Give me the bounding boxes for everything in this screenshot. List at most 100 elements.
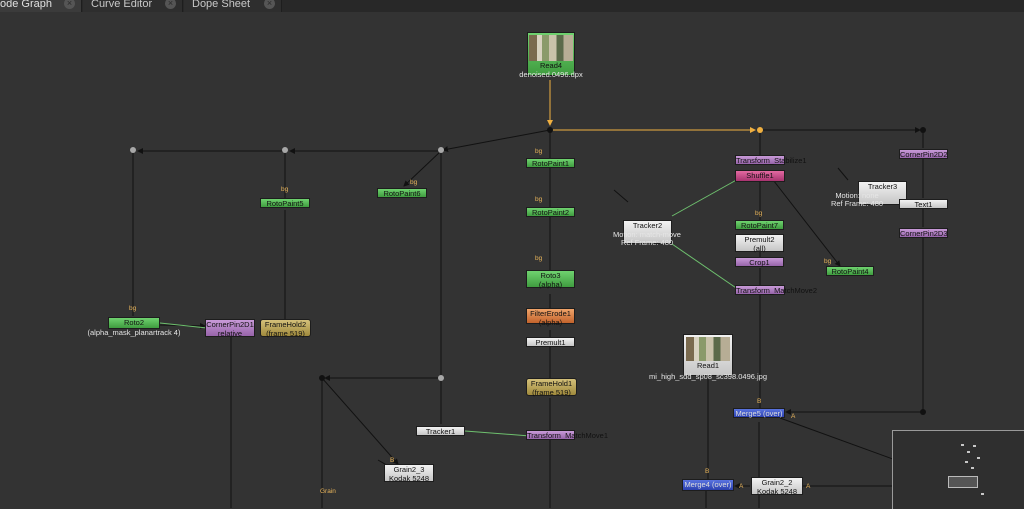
- port-label: A: [739, 483, 744, 490]
- node-roto3[interactable]: Roto3(alpha): [526, 270, 575, 289]
- port-label: B: [390, 457, 395, 464]
- node-label: FrameHold2: [264, 320, 307, 329]
- read4-thumbnail: [529, 35, 573, 61]
- close-icon[interactable]: ×: [264, 0, 275, 9]
- port-label: bg: [755, 210, 763, 217]
- node-label: Crop1: [749, 258, 770, 267]
- node-label: RotoPaint2: [531, 208, 570, 217]
- minimap-node: [967, 451, 970, 453]
- node-transform-stabilize1[interactable]: Transform_Stabilize1: [735, 155, 807, 165]
- node-subtitle: Motion: match-move: [613, 230, 681, 239]
- node-rotopaint4[interactable]: RotoPaint4: [826, 266, 874, 276]
- node-cornerpin2d2[interactable]: CornerPin2D2: [899, 149, 948, 159]
- tab-dope-sheet[interactable]: Dope Sheet ×: [184, 0, 282, 12]
- node-shuffle1[interactable]: Shuffle1: [735, 170, 785, 182]
- node-filtererode1[interactable]: FilterErode1(alpha): [526, 308, 575, 327]
- pipe: [464, 430, 531, 437]
- tab-label: Curve Editor: [91, 0, 153, 10]
- node-label: RotoPaint5: [266, 199, 304, 208]
- port-label: bg: [410, 179, 418, 186]
- node-label: RotoPaint7: [740, 221, 779, 230]
- node-rotopaint2[interactable]: RotoPaint2: [526, 207, 575, 217]
- tab-label: ode Graph: [0, 0, 52, 10]
- node-tracker3[interactable]: Tracker3: [858, 181, 907, 205]
- node-rotopaint6[interactable]: RotoPaint6: [377, 188, 427, 198]
- navigator-minimap[interactable]: [892, 430, 1024, 509]
- node-rotopaint7[interactable]: RotoPaint7: [735, 220, 784, 230]
- node-premult2[interactable]: Premult2(all): [735, 234, 784, 253]
- node-subtitle: (alpha): [538, 318, 563, 327]
- pipe: [671, 177, 741, 217]
- minimap-node: [965, 461, 968, 463]
- pipe-dot[interactable]: [282, 147, 288, 153]
- pipe-dot[interactable]: [757, 127, 763, 133]
- node-label: Transform_MatchMove2: [736, 286, 817, 295]
- pipe-dot[interactable]: [438, 147, 444, 153]
- close-icon[interactable]: ×: [165, 0, 176, 9]
- pipe: [769, 175, 841, 267]
- node-roto2[interactable]: Roto2: [108, 317, 160, 329]
- pipe-dot[interactable]: [547, 127, 553, 133]
- minimap-node: [961, 444, 964, 446]
- node-subtitle: Kodak 5248: [388, 474, 430, 483]
- minimap-node: [981, 493, 984, 495]
- pipe: [442, 129, 551, 153]
- node-transform-matchmove2[interactable]: Transform_MatchMove2: [735, 285, 817, 295]
- node-tracker1[interactable]: Tracker1: [416, 426, 465, 436]
- minimap-node: [973, 445, 976, 447]
- node-rotopaint1[interactable]: RotoPaint1: [526, 158, 575, 168]
- node-label: Text1: [914, 200, 933, 209]
- pipe: [403, 150, 442, 187]
- node-subtitle: (frame 519): [266, 329, 305, 338]
- node-merge4[interactable]: Merge4 (over): [682, 479, 734, 491]
- node-text1[interactable]: Text1: [899, 199, 948, 209]
- node-read4[interactable]: Read4: [527, 32, 575, 76]
- port-label: Grain: [320, 488, 336, 495]
- node-framehold1[interactable]: FrameHold1(frame 519): [526, 378, 577, 397]
- node-label: Tracker3: [867, 182, 898, 191]
- pipe-dot[interactable]: [920, 409, 926, 415]
- port-label: bg: [535, 148, 543, 155]
- pipe-dot[interactable]: [130, 147, 136, 153]
- node-label: Merge4 (over): [684, 480, 732, 489]
- pipe-dot[interactable]: [319, 375, 325, 381]
- node-subtitle: Ref Frame: 480: [830, 199, 884, 208]
- tab-bar: ode Graph × Curve Editor × Dope Sheet ×: [0, 0, 1024, 12]
- node-label: Tracker2: [632, 221, 663, 230]
- node-subtitle: (frame 519): [532, 388, 571, 397]
- node-label: Roto2: [123, 318, 144, 327]
- pipe: [613, 189, 629, 203]
- node-merge5[interactable]: Merge5 (over): [733, 408, 785, 418]
- node-crop1[interactable]: Crop1: [735, 257, 784, 267]
- tab-node-graph[interactable]: ode Graph ×: [0, 0, 82, 12]
- node-subtitle: Kodak 5248: [756, 487, 798, 496]
- close-icon[interactable]: ×: [64, 0, 75, 9]
- tab-curve-editor[interactable]: Curve Editor ×: [83, 0, 183, 12]
- pipe: [159, 322, 208, 329]
- node-rotopaint5[interactable]: RotoPaint5: [260, 198, 310, 208]
- node-label: FilterErode1: [530, 309, 571, 318]
- node-graph-canvas[interactable]: bg bg bg bg bg bg bg bg B A B A A Grain …: [0, 12, 1024, 509]
- node-label: Read1: [696, 361, 720, 370]
- pipe-dot[interactable]: [438, 375, 444, 381]
- node-label: Premult1: [535, 338, 566, 347]
- node-framehold2[interactable]: FrameHold2(frame 519): [260, 319, 311, 338]
- pipe: [671, 243, 743, 293]
- minimap-viewport[interactable]: [948, 476, 978, 488]
- minimap-node: [977, 457, 980, 459]
- port-label: bg: [824, 258, 832, 265]
- node-read1[interactable]: Read1: [683, 334, 733, 376]
- node-premult1[interactable]: Premult1: [526, 337, 575, 347]
- pipe-dot[interactable]: [920, 127, 926, 133]
- port-label: A: [791, 413, 796, 420]
- node-subtitle: denoised.0496.dpx: [519, 70, 583, 79]
- node-transform-matchmove1[interactable]: Transform_MatchMove1: [526, 430, 608, 440]
- node-subtitle: (alpha_mask_planartrack 4): [87, 328, 181, 337]
- pipe: [321, 377, 399, 465]
- node-cornerpin2d3[interactable]: CornerPin2D3: [899, 228, 948, 238]
- node-tracker2[interactable]: Tracker2: [623, 220, 672, 244]
- node-subtitle: mi_high_sdd_sp08_sc398.0496.jpg: [648, 372, 768, 381]
